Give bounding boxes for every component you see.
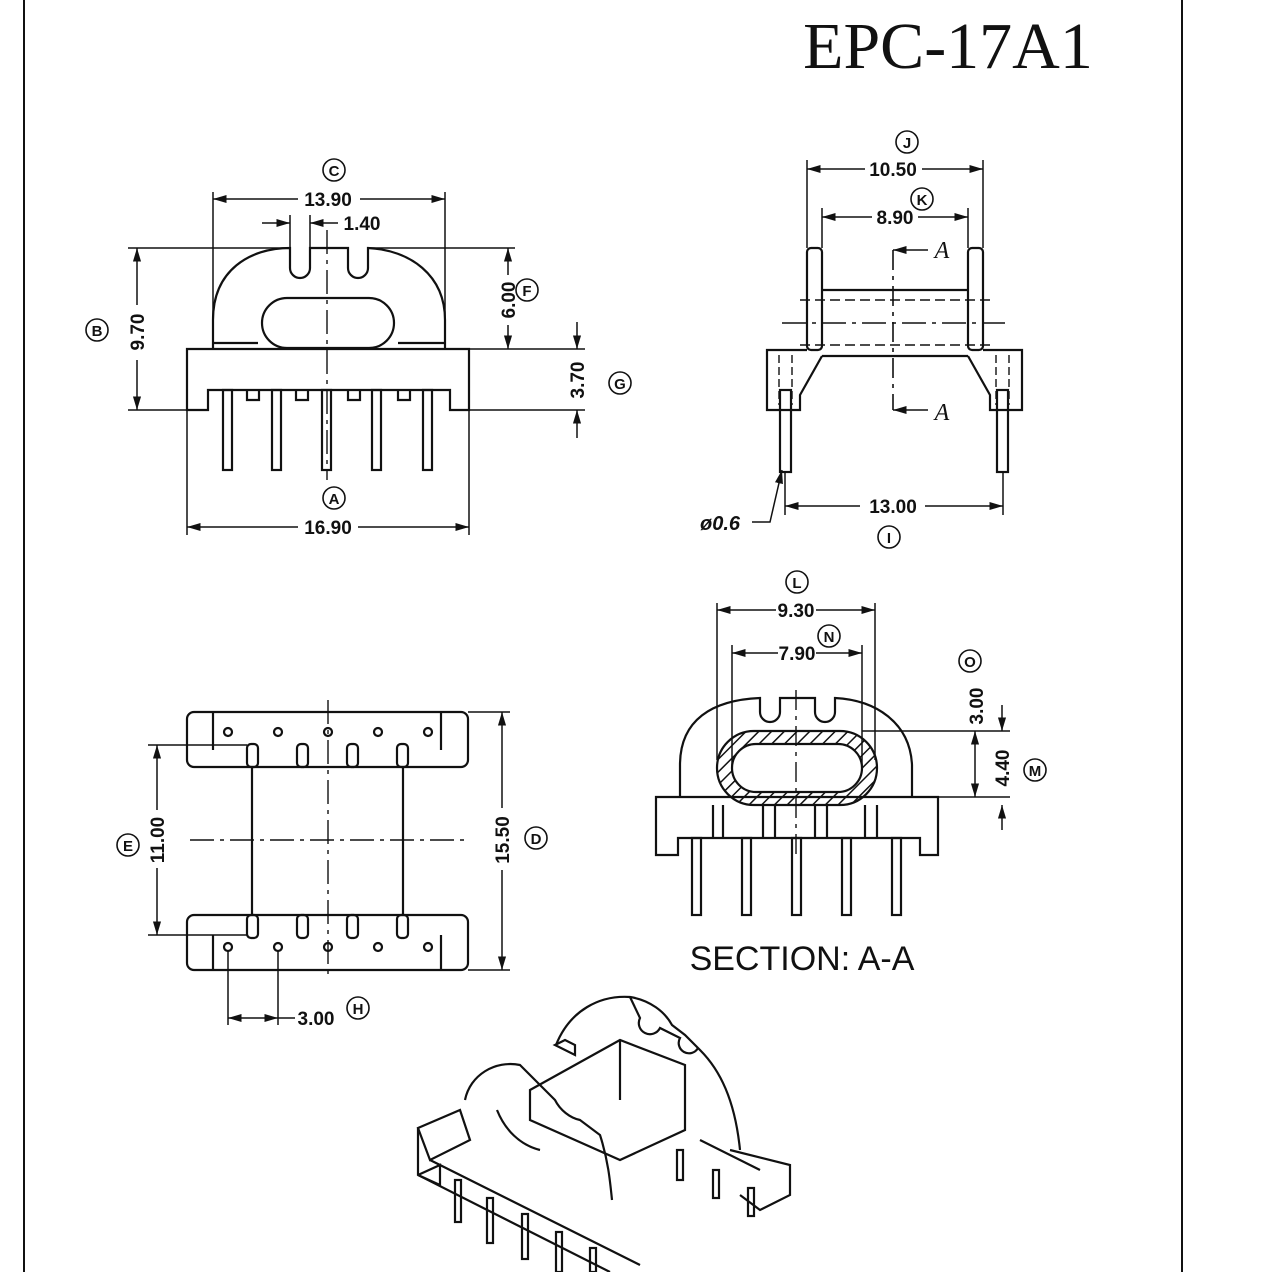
- front-dims: [128, 192, 585, 535]
- label-O: O: [964, 654, 976, 671]
- label-A: A: [329, 491, 340, 508]
- drawing-title: EPC-17A1: [803, 10, 1093, 83]
- isometric-view: [416, 995, 792, 1272]
- section-view: [654, 690, 940, 917]
- label-B: B: [92, 323, 103, 340]
- label-H: H: [353, 1001, 364, 1018]
- dim-G-value: 3.70: [568, 362, 589, 399]
- label-F: F: [522, 283, 531, 300]
- top-view: [185, 700, 470, 980]
- reference-labels: [85, 130, 1047, 1020]
- section-dims: [716, 603, 1010, 830]
- dim-I-value: 13.00: [869, 497, 917, 518]
- dim-F-value: 6.00: [499, 282, 520, 319]
- side-dims: [752, 160, 1004, 523]
- dim-D-value: 15.50: [493, 816, 514, 864]
- pin-diameter-note: ø0.6: [700, 513, 741, 535]
- top-dims: [148, 711, 510, 1025]
- dim-M-value: 4.40: [993, 750, 1014, 787]
- side-view: [765, 246, 1024, 474]
- section-mark-top: A: [933, 238, 950, 264]
- label-I: I: [887, 530, 891, 547]
- front-view: [185, 230, 471, 480]
- section-mark-bottom: A: [933, 400, 950, 426]
- dim-N-value: 7.90: [779, 644, 816, 665]
- label-G: G: [614, 376, 626, 393]
- front-dim-text: 13.90 1.40 9.70 6.00 3.70 16.90: [128, 190, 589, 539]
- side-dim-text: 10.50 8.90 13.00 A A ø0.6: [700, 160, 950, 535]
- dim-H-value: 3.00: [298, 1009, 335, 1030]
- frame: [23, 0, 1183, 1272]
- label-E: E: [123, 838, 133, 855]
- section-dim-text: 9.30 7.90 3.00 4.40 SECTION: A-A: [690, 601, 1014, 978]
- dim-E-value: 11.00: [148, 817, 169, 864]
- reference-label-text: C B F G A J K I E D H L N O M: [92, 135, 1042, 1018]
- dim-K-value: 8.90: [877, 208, 914, 229]
- dim-A-value: 16.90: [304, 518, 352, 539]
- dim-B-value: 9.70: [128, 314, 149, 351]
- dim-J-value: 10.50: [869, 160, 917, 181]
- top-dim-text: 11.00 15.50 3.00: [148, 816, 514, 1030]
- label-J: J: [903, 135, 911, 152]
- dim-C-value: 13.90: [304, 190, 352, 211]
- dim-L-value: 9.30: [778, 601, 815, 622]
- label-M: M: [1029, 763, 1042, 780]
- label-D: D: [531, 831, 542, 848]
- section-caption: SECTION: A-A: [690, 940, 915, 978]
- label-C: C: [329, 163, 340, 180]
- dim-O-value: 3.00: [967, 688, 988, 725]
- label-N: N: [824, 629, 835, 646]
- label-L: L: [792, 575, 801, 592]
- label-K: K: [917, 192, 928, 209]
- dim-C2-value: 1.40: [344, 214, 381, 235]
